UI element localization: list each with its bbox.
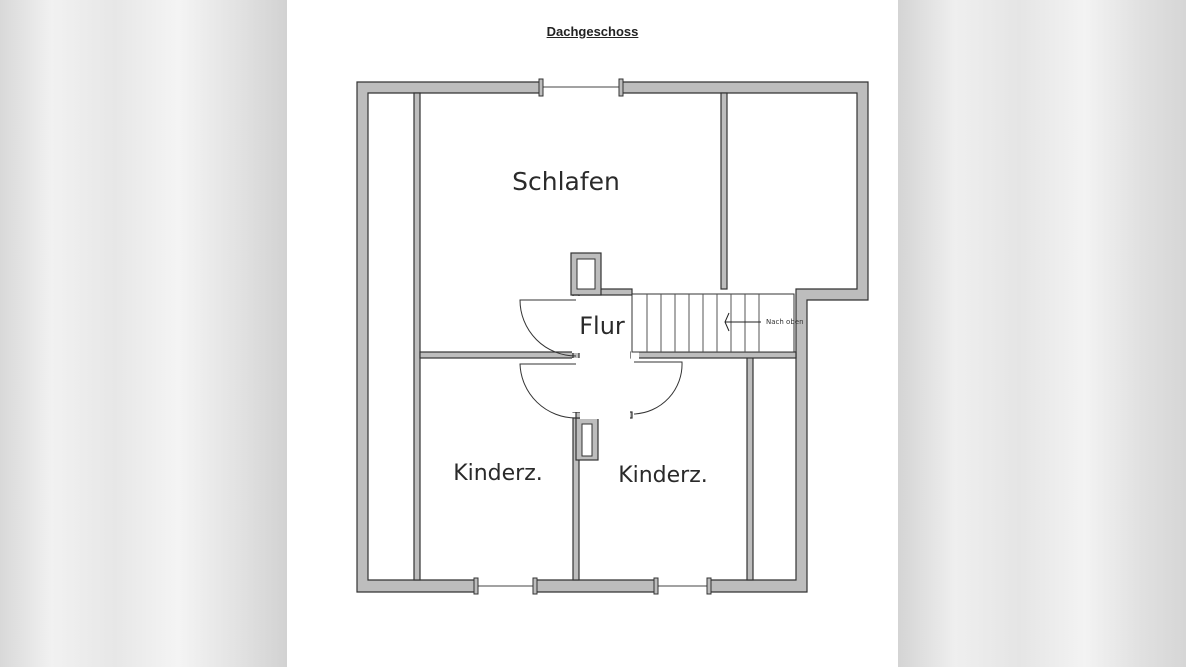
door-kinderz-right [633,361,683,415]
blurred-background-left [0,0,287,667]
room-label-flur: Flur [579,312,625,340]
shaft-openings [576,258,596,457]
room-label-schlafen: Schlafen [512,167,620,196]
inner-wall-flur-right [630,351,797,359]
room-label-kinderz-right: Kinderz. [618,463,708,488]
staircase [631,293,795,353]
outer-wall [356,81,869,593]
windows [473,78,712,595]
door-gaps [572,296,639,419]
inner-wall-kinderz-top [419,351,577,359]
floor-plan-sheet: Dachgeschoss [287,0,898,667]
inner-wall-right-strip [746,355,754,581]
room-label-kinderz-left: Kinderz. [453,461,543,486]
stair-arrow [724,312,761,332]
blurred-background-right [898,0,1186,667]
door-kinderz-left [519,363,577,419]
door-schlafen [519,299,577,357]
inner-wall-left-strip [413,92,421,581]
floor-title: Dachgeschoss [546,24,639,39]
door-swings [519,299,683,419]
floor-plan: Schlafen Flur Kinderz. Kinderz. Nach obe… [356,78,869,595]
inner-wall-upper-right [720,92,728,290]
stairs-label: Nach oben [766,318,804,326]
